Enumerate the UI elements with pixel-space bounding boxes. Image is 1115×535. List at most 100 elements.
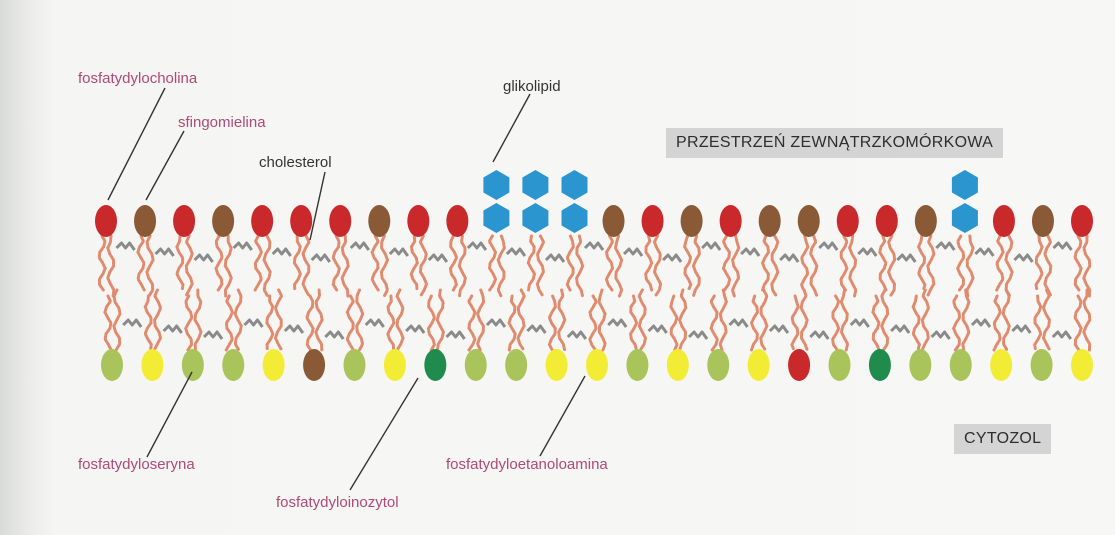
sphingomyelin-head <box>603 205 625 237</box>
leader-fosfatydylocholina <box>108 88 165 200</box>
phosphatidylethanolamine-head <box>263 349 285 381</box>
phosphatidylethanolamine-head <box>667 349 689 381</box>
phosphatidylserine-head <box>344 349 366 381</box>
inner-tail <box>549 296 555 350</box>
outer-tail <box>1006 236 1012 296</box>
inner-tail <box>882 290 888 350</box>
phosphatidylinositol-head <box>869 349 891 381</box>
cholesterol-molecule <box>897 255 915 262</box>
glycolipid-head <box>522 203 548 233</box>
outer-tail <box>420 236 426 296</box>
sphingomyelin-head <box>303 349 325 381</box>
outer-tail <box>606 236 612 290</box>
inner-tail <box>114 290 120 350</box>
leader-cholesterol <box>310 172 325 240</box>
cholesterol-molecule <box>164 326 182 333</box>
region-cytosol-label: CYTOZOL <box>954 424 1051 454</box>
phosphatidylethanolamine-head <box>586 349 608 381</box>
phosphatidylcholine-head <box>329 205 351 237</box>
inner-tail <box>922 290 928 350</box>
outer-tail <box>685 236 691 290</box>
inner-tail <box>105 296 111 350</box>
cholesterol-molecule <box>780 255 798 262</box>
phosphatidylcholine-head <box>720 205 742 237</box>
outer-tail <box>138 236 144 290</box>
cholesterol-molecule <box>117 243 135 250</box>
label-fosfatydyloinozytol: fosfatydyloinozytol <box>276 494 399 512</box>
outer-tail <box>567 236 573 290</box>
cholesterol-molecule <box>123 320 141 327</box>
phosphatidylethanolamine-head <box>990 349 1012 381</box>
outer-tail <box>889 236 895 296</box>
outer-tail <box>1036 236 1042 290</box>
outer-tail <box>693 236 699 296</box>
phosphatidylcholine-head <box>1071 205 1093 237</box>
outer-tail <box>1045 236 1051 296</box>
cholesterol-molecule <box>1014 255 1032 262</box>
outer-tail <box>967 236 973 296</box>
cholesterol-molecule <box>585 243 603 250</box>
sphingomyelin-head <box>681 205 703 237</box>
outer-tail <box>264 236 270 296</box>
inner-tail <box>1075 296 1081 350</box>
phosphatidylcholine-head <box>173 205 195 237</box>
phosphatidylcholine-head <box>95 205 117 237</box>
inner-tail <box>639 290 645 350</box>
inner-tail <box>235 290 241 350</box>
cholesterol-molecule <box>1053 332 1071 339</box>
cholesterol-molecule <box>819 243 837 250</box>
outer-tail <box>216 236 222 290</box>
inner-tail <box>397 290 403 350</box>
inner-tail <box>671 296 677 350</box>
phosphatidylcholine-head <box>993 205 1015 237</box>
inner-tail <box>954 296 960 350</box>
outer-tail <box>411 236 417 290</box>
cholesterol-molecule <box>273 249 291 256</box>
outer-tail <box>342 236 348 296</box>
inner-tail <box>841 290 847 350</box>
inner-tail <box>833 296 839 350</box>
cholesterol-molecule <box>891 326 909 333</box>
inner-tail <box>316 290 322 350</box>
glycolipid-sugar <box>483 170 509 200</box>
inner-tail <box>226 296 232 350</box>
sphingomyelin-head <box>212 205 234 237</box>
cholesterol-molecule <box>624 249 642 256</box>
cholesterol-molecule <box>429 255 447 262</box>
outer-tail <box>723 236 729 290</box>
region-extracellular-label: PRZESTRZEŃ ZEWNĄTRZKOMÓRKOWA <box>666 128 1003 158</box>
inner-tail <box>429 296 435 350</box>
inner-tail <box>761 290 767 350</box>
cholesterol-molecule <box>234 243 252 250</box>
phosphatidylcholine-head <box>642 205 664 237</box>
phosphatidylcholine-head <box>446 205 468 237</box>
phosphatidylcholine-head <box>876 205 898 237</box>
outer-tail <box>372 236 378 290</box>
cholesterol-molecule <box>447 332 465 339</box>
phosphatidylethanolamine-head <box>546 349 568 381</box>
glycolipid-head <box>562 203 588 233</box>
cholesterol-molecule <box>936 243 954 250</box>
outer-tail <box>99 236 105 290</box>
outer-tail <box>1084 236 1090 296</box>
outer-tail <box>177 236 183 290</box>
outer-tail <box>928 236 934 296</box>
leader-fosfatydyloseryna <box>147 372 192 457</box>
label-fosfatydylocholina: fosfatydylocholina <box>78 70 197 88</box>
phosphatidylinositol-head <box>424 349 446 381</box>
outer-tail <box>225 236 231 296</box>
inner-tail <box>145 296 151 350</box>
inner-tail <box>347 296 353 350</box>
inner-tail <box>680 290 686 350</box>
cholesterol-molecule <box>406 326 424 333</box>
outer-tail <box>255 236 261 290</box>
cholesterol-molecule <box>390 249 408 256</box>
inner-tail <box>873 296 879 350</box>
outer-tail <box>537 236 543 296</box>
outer-tail <box>498 236 504 296</box>
cholesterol-molecule <box>204 332 222 339</box>
inner-tail <box>752 296 758 350</box>
outer-tail <box>763 236 769 290</box>
outer-tail <box>577 236 583 296</box>
